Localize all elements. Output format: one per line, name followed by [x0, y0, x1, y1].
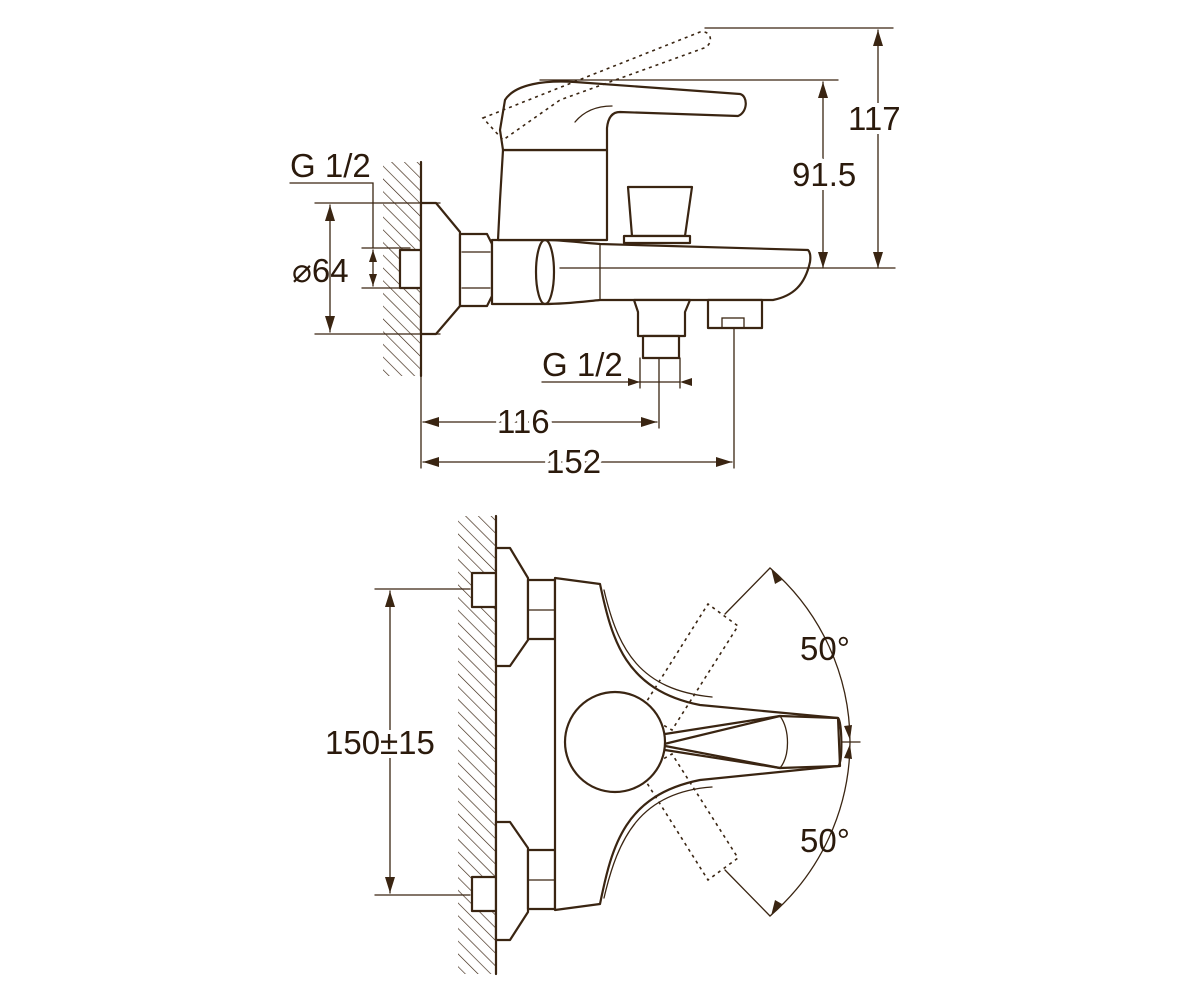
label-inlet-thread: G 1/2	[290, 147, 371, 184]
faucet-top-view-icon	[470, 546, 843, 942]
top-dimension-lines	[374, 588, 471, 896]
angle-arcs	[724, 567, 861, 917]
angle-lower: 50°	[800, 822, 850, 859]
label-diameter: ⌀64	[292, 252, 349, 289]
dim-total-height: 117	[848, 100, 901, 137]
side-dimension-lines	[289, 27, 896, 469]
dim-spout-reach: 152	[546, 443, 601, 480]
side-view: G 1/2 ⌀64 G 1/2 116 152 91.5 117	[289, 27, 905, 484]
angle-upper: 50°	[800, 630, 850, 667]
dim-center-distance: 150±15	[325, 724, 435, 761]
label-outlet-thread: G 1/2	[542, 346, 623, 383]
top-view: 150±15 50° 50°	[321, 514, 861, 976]
faucet-side-view-icon	[398, 31, 812, 360]
dim-outlet-offset: 116	[497, 403, 550, 440]
dim-spout-height: 91.5	[792, 156, 856, 193]
